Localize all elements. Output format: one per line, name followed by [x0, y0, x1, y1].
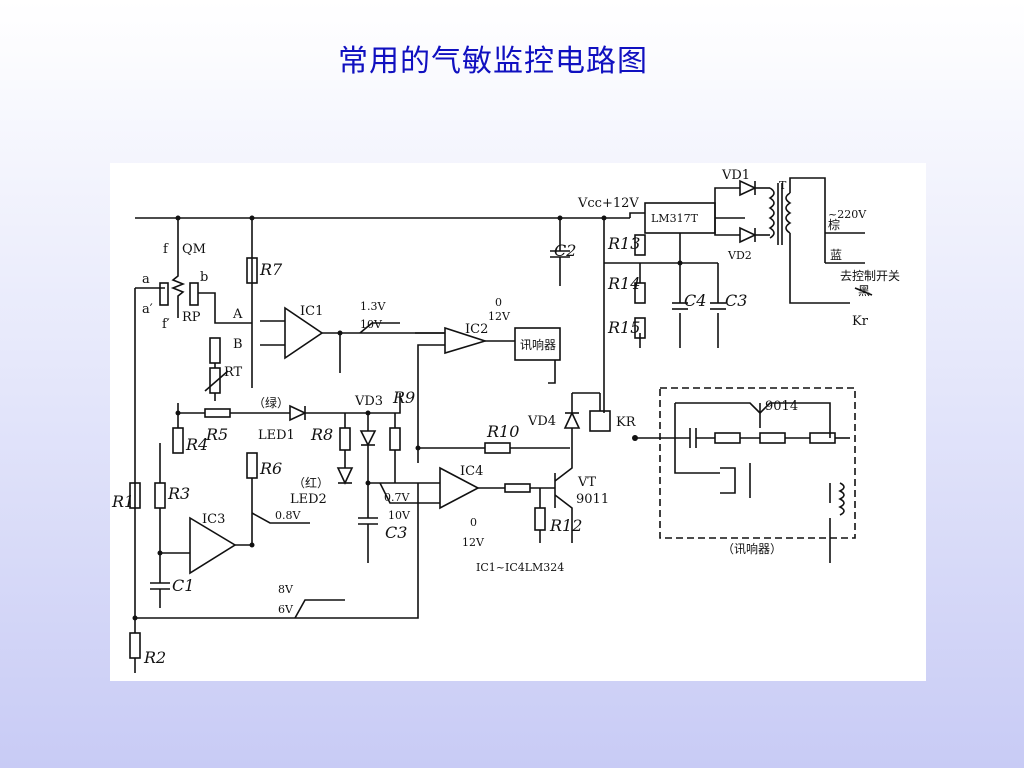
- label-220v: ~220V: [828, 208, 867, 221]
- label-blue: 蓝: [830, 248, 842, 262]
- label-r9: R9: [392, 388, 415, 407]
- label-buzzer-caption: （讯响器）: [722, 541, 782, 556]
- label-red: （红）: [293, 475, 329, 490]
- label-buzzer: 讯响器: [520, 337, 556, 352]
- label-a-prime: a′: [142, 302, 153, 317]
- label-r3: R3: [167, 484, 190, 503]
- label-c4: C4: [684, 291, 706, 310]
- label-vt: VT: [577, 475, 596, 490]
- label-r8: R8: [310, 425, 333, 444]
- label-kr: KR: [616, 415, 637, 430]
- label-r7: R7: [259, 260, 283, 279]
- label-r14: R14: [607, 274, 640, 293]
- label-6v: 6V: [278, 603, 294, 616]
- label-10v-b: 10V: [388, 509, 411, 522]
- label-led2: LED2: [290, 492, 327, 507]
- label-kr-out: Kr: [852, 314, 869, 329]
- label-0-8v: 0.8V: [275, 509, 301, 522]
- label-f: f: [163, 242, 169, 257]
- label-r4: R4: [185, 435, 208, 454]
- label-vcc: Vcc+12V: [577, 196, 639, 211]
- label-to-switch: 去控制开关: [840, 269, 900, 283]
- label-a-pin: a: [142, 272, 150, 287]
- label-0-a: 0: [495, 296, 502, 309]
- label-vd2: VD2: [727, 249, 752, 262]
- label-r10: R10: [486, 422, 519, 441]
- label-b-pin: b: [200, 270, 208, 285]
- label-r6: R6: [259, 459, 282, 478]
- label-f-prime: f′: [162, 317, 170, 332]
- label-ic3: IC3: [202, 512, 225, 527]
- slide-title: 常用的气敏监控电路图: [338, 44, 648, 79]
- circuit-diagram-panel: Vcc+12V LM317T VD1 T VD2 ~220V 棕 蓝 去控制开关…: [110, 163, 926, 681]
- label-c3-top: C3: [725, 291, 747, 310]
- label-r5: R5: [205, 425, 228, 444]
- label-12v-b: 12V: [462, 536, 485, 549]
- label-t: T: [779, 179, 787, 192]
- gas-sensor-circuit: Vcc+12V LM317T VD1 T VD2 ~220V 棕 蓝 去控制开关…: [111, 168, 900, 673]
- label-c1: C1: [172, 576, 194, 595]
- label-1-3v: 1.3V: [360, 300, 386, 313]
- label-9014: 9014: [765, 399, 798, 414]
- label-node-b: B: [233, 337, 243, 352]
- label-r2: R2: [143, 648, 166, 667]
- label-9011: 9011: [576, 492, 609, 507]
- label-rt: RT: [224, 365, 243, 380]
- label-black: 黑: [858, 284, 870, 298]
- label-vd4: VD4: [527, 414, 556, 429]
- label-qm: QM: [182, 242, 206, 257]
- label-8v: 8V: [278, 583, 294, 596]
- label-led1: LED1: [258, 428, 295, 443]
- label-vd1: VD1: [721, 168, 750, 183]
- label-ic4: IC4: [460, 464, 483, 479]
- label-r13: R13: [607, 234, 640, 253]
- label-brown: 棕: [828, 217, 840, 232]
- label-12v-a: 12V: [488, 310, 511, 323]
- label-c3-mid: C3: [385, 523, 407, 542]
- label-ic1: IC1: [300, 304, 323, 319]
- label-node-a: A: [232, 307, 243, 322]
- label-10v-a: 10V: [360, 318, 383, 331]
- label-vd3: VD3: [354, 394, 383, 409]
- label-ics: IC1~IC4LM324: [476, 561, 564, 574]
- label-lm317: LM317T: [651, 212, 699, 225]
- label-ic2: IC2: [465, 322, 488, 337]
- label-0-b: 0: [470, 516, 477, 529]
- label-c2: C2: [554, 241, 576, 260]
- label-r1: R1: [111, 492, 134, 511]
- label-0-7v: 0.7V: [384, 491, 410, 504]
- label-rp: RP: [182, 310, 201, 325]
- label-r15: R15: [607, 318, 640, 337]
- label-r12: R12: [549, 516, 582, 535]
- label-green: （绿）: [253, 395, 289, 410]
